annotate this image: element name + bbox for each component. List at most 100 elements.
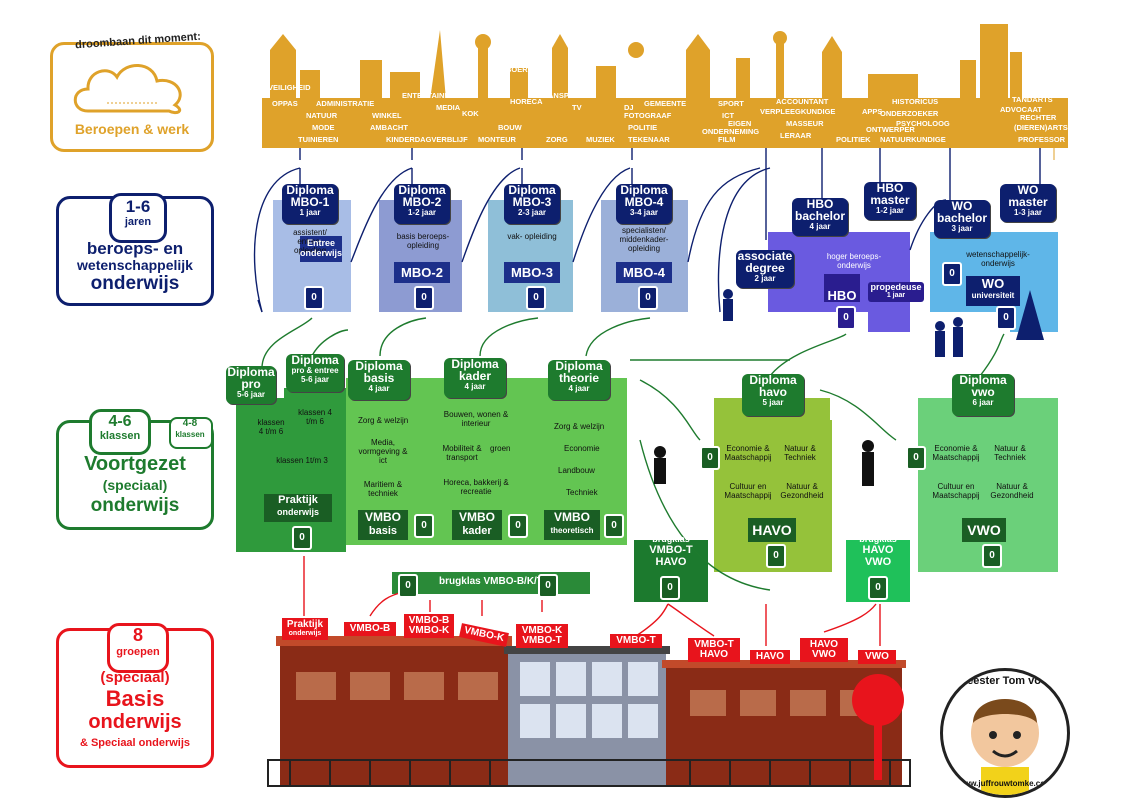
profession-label: BOUW bbox=[498, 123, 522, 132]
profession-label: OPPAS bbox=[272, 99, 298, 108]
havo-side-door-icon: 0 bbox=[700, 446, 720, 470]
profession-label: ENTERTAINMENT bbox=[402, 91, 466, 100]
profession-label: WINKEL bbox=[372, 111, 402, 120]
profession-label: ICT bbox=[722, 111, 735, 120]
profession-label: MODE bbox=[312, 123, 335, 132]
profession-label: APPS bbox=[862, 107, 883, 116]
sector-mobiliteit: Mobiliteit & transport bbox=[442, 444, 482, 462]
vmbo-theoretisch-plate: VMBO theoretisch bbox=[544, 510, 600, 540]
praktijk-plate: Praktijk onderwijs bbox=[264, 494, 332, 522]
pro-text-1: klassen 4 t/m 6 bbox=[257, 418, 285, 436]
profession-label: ADMINISTRATIE bbox=[316, 99, 375, 108]
years-badge bbox=[107, 623, 169, 673]
profession-label: KOK bbox=[462, 109, 479, 118]
propedeuse-label: propedeuse bbox=[870, 282, 922, 292]
profession-label: TUINIEREN bbox=[298, 135, 339, 144]
wo-plate-sublabel: universiteit bbox=[971, 291, 1015, 300]
vmbo-kader-door-icon: 0 bbox=[508, 514, 528, 538]
profession-label: AMBACHT bbox=[370, 123, 408, 132]
vmbo-theoretisch-label: VMBO bbox=[554, 510, 590, 524]
po-years-unit: groepen bbox=[116, 646, 160, 658]
brug-hv-sublabel2: VWO bbox=[864, 556, 892, 568]
havo-door-icon: 0 bbox=[766, 544, 786, 568]
city-skyline bbox=[262, 24, 1068, 148]
profession-label: KINDERDAGVERBLIJF bbox=[386, 135, 468, 144]
avatar-face-icon bbox=[971, 699, 1039, 795]
vo-line1: Voortgezet bbox=[84, 453, 186, 475]
vwo-door-icon: 0 bbox=[982, 544, 1002, 568]
vwo-profile-em: Economie & Maatschappij bbox=[932, 444, 980, 462]
advice-vmbo-b: VMBO-B bbox=[344, 622, 396, 636]
mbo3-plate: MBO-3 bbox=[504, 262, 560, 283]
higher-years-unit: jaren bbox=[124, 216, 152, 228]
advice-vmbo-t: VMBO-T bbox=[610, 634, 662, 648]
profession-label: ACCOUNTANT bbox=[776, 97, 829, 106]
profession-label: VERPLEEGKUNDIGE bbox=[760, 107, 836, 116]
vwo-profile-nt: Natuur & Techniek bbox=[994, 444, 1026, 462]
profession-label: HISTORICUS bbox=[892, 97, 939, 106]
advice-vmbot-havo-l1: VMBO-T bbox=[694, 639, 734, 650]
praktijk-plate-label: Praktijk bbox=[278, 494, 318, 506]
mbo4-door-icon: 0 bbox=[638, 286, 658, 310]
green-arrows bbox=[261, 317, 1005, 591]
higher-line2: wetenschappelijk bbox=[77, 257, 193, 273]
profession-label: FOTOGRAAF bbox=[624, 111, 672, 120]
brugklas-havo-vwo: brugklas HAVO VWO bbox=[846, 534, 910, 568]
mbo1-plate: Entree onderwijs bbox=[300, 238, 343, 258]
profession-label: TEKENAAR bbox=[628, 135, 670, 144]
vo-badge-unit: klassen bbox=[175, 430, 205, 439]
profession-label: POLITIEK bbox=[836, 135, 871, 144]
vo-years: 4-6 bbox=[108, 413, 132, 430]
brugklas-vmbo: brugklas VMBO-B/K/T bbox=[439, 576, 543, 587]
advice-vwo: VWO bbox=[858, 650, 896, 664]
hbo-panel bbox=[768, 232, 910, 332]
profession-label: NATUURKUNDIGE bbox=[880, 135, 946, 144]
vmbo-kader-label: VMBO bbox=[459, 510, 495, 524]
vwo-plate: VWO bbox=[962, 518, 1006, 542]
brug-hv-sublabel1: HAVO bbox=[862, 544, 894, 556]
propedeuse-tag: propedeuse 1 jaar bbox=[868, 282, 924, 302]
vwo-profile-ng: Natuur & Gezondheid bbox=[990, 482, 1034, 500]
brug-hv-label: brugklas bbox=[859, 534, 897, 544]
sector-media: Media, vormgeving & ict bbox=[358, 438, 408, 465]
cloud-icon bbox=[73, 64, 182, 115]
vmbo-theoretisch-door-icon: 0 bbox=[604, 514, 624, 538]
profession-label: PROFESSOR bbox=[1018, 135, 1066, 144]
vo-badge-years: 4-8 bbox=[182, 418, 198, 429]
profession-label: SPORT bbox=[718, 99, 744, 108]
brug-vt-door-icon: 0 bbox=[660, 576, 680, 600]
logo-badge: Meester Tom voor www.juffrouwtomke.com bbox=[940, 668, 1070, 798]
mbo-panels bbox=[273, 200, 688, 312]
profession-label: ONDERNEMING bbox=[702, 127, 760, 136]
vmbo-theoretisch-sublabel: theoretisch bbox=[550, 526, 594, 535]
hbo-door-icon: 0 bbox=[836, 306, 856, 330]
advice-havo-vwo-l2: VWO bbox=[812, 649, 836, 660]
sector-techniek: Techniek bbox=[566, 488, 598, 497]
hbo-plate: HBO bbox=[827, 288, 857, 303]
sector-maritiem: Maritiem & techniek bbox=[363, 480, 403, 498]
pro-text-3: klassen 1t/m 3 bbox=[276, 456, 328, 465]
navy-arrows bbox=[253, 148, 1041, 313]
vmbo-kader-plate: VMBO kader bbox=[452, 510, 502, 540]
years-badge bbox=[109, 193, 167, 243]
mbo1-door-icon: 0 bbox=[304, 286, 324, 310]
mbo2-desc: basis beroeps- opleiding bbox=[396, 232, 450, 250]
wo-plate-label: WO bbox=[981, 276, 1005, 291]
logo-url: www.juffrouwtomke.com bbox=[957, 779, 1053, 788]
profession-label: ZORG bbox=[546, 135, 568, 144]
jobs-label: droombaan dit moment: Beroepen & werk bbox=[50, 31, 214, 152]
profession-label: MONTEUR bbox=[478, 135, 516, 144]
